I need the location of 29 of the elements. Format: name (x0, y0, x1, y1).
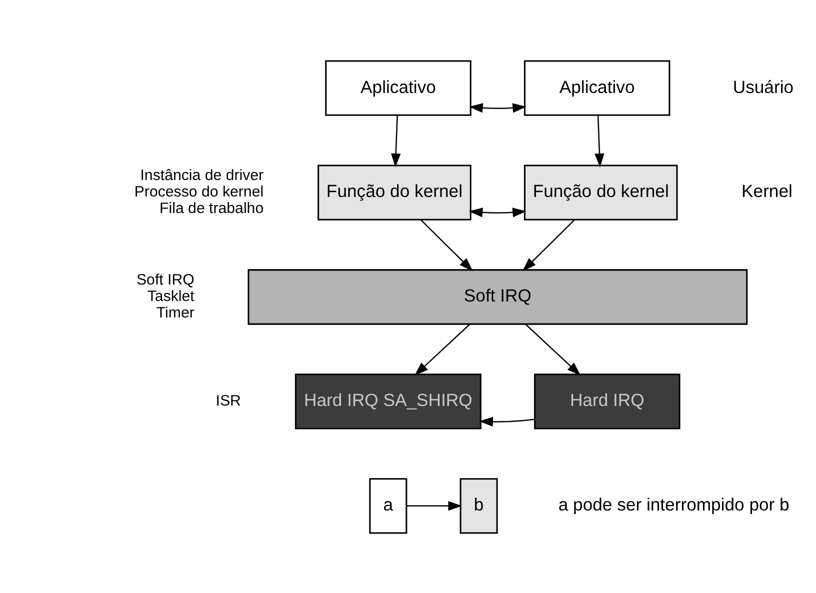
arrow (525, 324, 581, 376)
arrow (594, 115, 604, 167)
node-box: Hard IRQ SA_SHIRQ (294, 373, 482, 429)
arrow (414, 324, 470, 376)
label: Kernel (742, 180, 792, 201)
arrow (522, 219, 575, 271)
label: a pode ser interrompido por b (558, 494, 790, 514)
node-box: a (369, 478, 408, 534)
node-label: Fila de trabalho (160, 199, 264, 216)
node-box: Hard IRQ (534, 373, 680, 429)
node-box: Função do kernel (318, 164, 472, 220)
arrow (479, 416, 535, 426)
node-label: Processo do kernel (134, 182, 264, 200)
label: Usuário (732, 76, 794, 96)
node-label: Timer (156, 304, 194, 321)
arrow (468, 102, 526, 112)
node-box: Aplicativo (524, 60, 670, 116)
node-label: Instância de driver (140, 166, 264, 184)
node-box: b (460, 478, 498, 534)
arrow (420, 219, 473, 271)
arrow (406, 500, 462, 510)
node-box: Aplicativo (325, 60, 472, 116)
arrow (391, 115, 401, 167)
arrow (468, 207, 526, 217)
node-label: ISR (216, 392, 241, 409)
node-label: Tasklet (147, 287, 194, 304)
node-label: Soft IRQ (136, 271, 194, 288)
node-box: Função do kernel (524, 164, 678, 220)
node-box: Soft IRQ (248, 268, 748, 324)
